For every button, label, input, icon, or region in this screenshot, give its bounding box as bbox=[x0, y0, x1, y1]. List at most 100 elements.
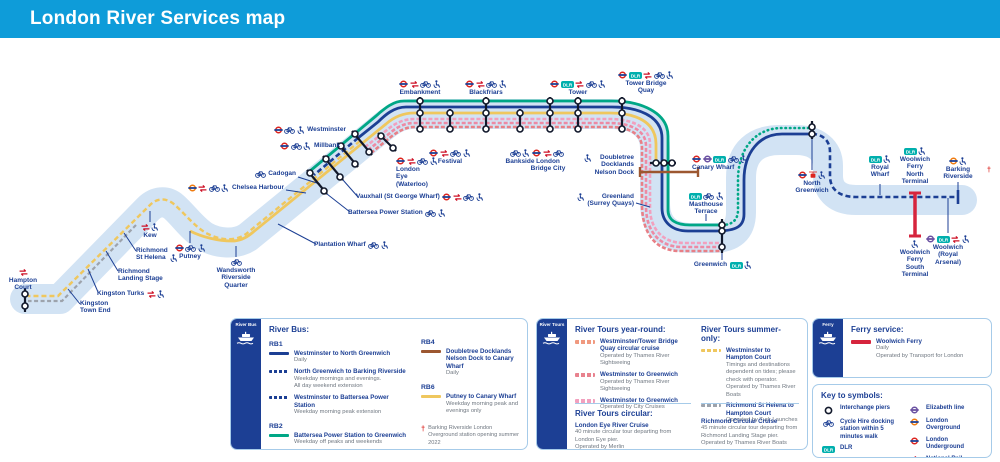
cycle-icon bbox=[230, 258, 242, 266]
boat-icon bbox=[818, 331, 836, 345]
interchange-icon bbox=[824, 406, 833, 415]
boat-icon bbox=[542, 331, 560, 345]
station-label-battersea-power-station: Battersea Power Station bbox=[348, 209, 498, 217]
route-code-rb6: RB6 bbox=[421, 384, 435, 392]
underground-icon bbox=[442, 193, 451, 201]
station-label-london-bridge-city: London Bridge City bbox=[518, 149, 578, 173]
station-label-london-eye: London Eye (Waterloo) bbox=[396, 157, 442, 188]
station-label-greenland: Greenland (Surrey Quays) bbox=[570, 193, 634, 208]
tour-pink-line-1 bbox=[364, 117, 722, 245]
stepfree-icon bbox=[381, 241, 389, 249]
tour-gold-dashed-line bbox=[28, 140, 361, 298]
national-rail-icon bbox=[147, 290, 156, 298]
svg-text:DLR: DLR bbox=[939, 237, 949, 242]
dlr-icon: DLR bbox=[903, 147, 917, 155]
river-bus-tab: River Bus bbox=[231, 319, 261, 449]
stepfree-icon bbox=[959, 157, 967, 165]
national-rail-icon bbox=[141, 223, 150, 231]
underground-icon bbox=[399, 80, 408, 88]
dlr-icon: DLR bbox=[822, 445, 835, 453]
cablecar-icon bbox=[808, 171, 817, 179]
station-label-chelsea-harbour: Chelsea Harbour bbox=[164, 184, 284, 192]
route-code-rb1: RB1 bbox=[269, 341, 283, 348]
legend-entry: Doubletree Docklands Nelson Dock to Cana… bbox=[421, 348, 519, 378]
key-item: London Overground bbox=[907, 418, 983, 433]
river-bus-heading: River Bus: bbox=[269, 325, 310, 334]
cycle-icon bbox=[254, 170, 266, 178]
key-item: London Cable Car bbox=[821, 457, 899, 458]
cycle-icon bbox=[425, 209, 437, 217]
ferry-swatch bbox=[851, 340, 871, 344]
underground-icon bbox=[910, 437, 919, 445]
svg-text:DLR: DLR bbox=[715, 157, 725, 162]
svg-text:DLR: DLR bbox=[562, 82, 572, 87]
stepfree-icon bbox=[716, 192, 724, 200]
rb4-solid-swatch bbox=[421, 350, 441, 353]
stepfree-icon bbox=[818, 171, 826, 179]
interchange-circles bbox=[21, 97, 816, 310]
station-label-masthouse-terrace: DLR Masthouse Terrace bbox=[688, 192, 724, 216]
route-rb1-dashed-east bbox=[811, 132, 958, 199]
stepfree-icon bbox=[522, 149, 530, 157]
cycle-icon bbox=[823, 419, 834, 427]
cycle-icon bbox=[209, 184, 220, 192]
national-rail-icon bbox=[910, 456, 919, 457]
overground-icon bbox=[188, 184, 197, 192]
station-label-richmond-landing-stage: Richmond Landing Stage bbox=[118, 268, 163, 283]
tour-pink-line-2 bbox=[367, 121, 722, 249]
cycle-icon bbox=[417, 157, 428, 165]
key-item: Cycle Hire docking station within 5 minu… bbox=[821, 419, 899, 442]
svg-text:DLR: DLR bbox=[824, 447, 834, 452]
stepfree-icon bbox=[962, 235, 970, 243]
stepfree-icon bbox=[883, 155, 891, 163]
underground-icon bbox=[798, 171, 807, 179]
dlr-icon: DLR bbox=[628, 71, 642, 79]
elizabeth-icon bbox=[910, 405, 919, 414]
key-to-symbols: Key to symbols: Interchange piers Cycle … bbox=[812, 384, 992, 458]
barking-footnote: † Barking Riverside London Overground st… bbox=[421, 424, 519, 446]
tour-swatch bbox=[575, 340, 595, 344]
underground-icon bbox=[465, 80, 474, 88]
header-banner: London River Services map bbox=[0, 0, 1000, 38]
station-label-kingston-turks: Kingston Turks bbox=[97, 290, 181, 298]
stepfree-icon bbox=[433, 80, 441, 88]
station-label-royal-wharf: DLR Royal Wharf bbox=[856, 155, 904, 179]
stepfree-icon bbox=[157, 290, 165, 298]
national-rail-icon bbox=[476, 80, 485, 88]
river-thames-band bbox=[10, 99, 977, 314]
station-label-wandsworth-riverside-quarter: Wandsworth Riverside Quarter bbox=[206, 258, 266, 289]
stepfree-icon bbox=[666, 71, 674, 79]
dlr-icon: DLR bbox=[560, 80, 574, 88]
underground-icon bbox=[618, 71, 627, 79]
station-label-tower: DLR Tower bbox=[546, 80, 610, 96]
legend-entry: Westminster/Tower Bridge Quay circular c… bbox=[575, 338, 691, 368]
station-label-greenwich: Greenwich DLR bbox=[684, 261, 762, 269]
route-rb2-line bbox=[309, 99, 722, 227]
station-label-hampton-court: Hampton Court bbox=[0, 268, 46, 292]
tours-summer-heading: River Tours summer-only: bbox=[701, 325, 781, 343]
rb2-solid-swatch bbox=[269, 433, 289, 437]
tour-swatch bbox=[575, 398, 595, 403]
station-label-kew: Kew bbox=[132, 223, 168, 239]
underground-icon bbox=[174, 244, 184, 252]
underground-icon bbox=[396, 157, 405, 165]
cycle-icon bbox=[553, 149, 564, 157]
river-bus-legend: River Bus River Bus: RB1 Westminster to … bbox=[230, 318, 528, 450]
summer-gold-swatch bbox=[701, 349, 721, 352]
divider bbox=[575, 403, 691, 404]
station-label-plantation-wharf: Plantation Wharf bbox=[314, 241, 414, 249]
stepfree-icon bbox=[297, 126, 305, 134]
stepfree-icon bbox=[303, 142, 311, 150]
stepfree-icon bbox=[221, 184, 229, 192]
key-item: National Rail bbox=[907, 456, 983, 457]
svg-text:DLR: DLR bbox=[731, 263, 741, 268]
cycle-icon bbox=[585, 80, 597, 88]
route-code-rb2: RB2 bbox=[269, 422, 283, 430]
cycle-icon bbox=[185, 244, 196, 252]
ferry-tab: Ferry bbox=[813, 319, 843, 377]
